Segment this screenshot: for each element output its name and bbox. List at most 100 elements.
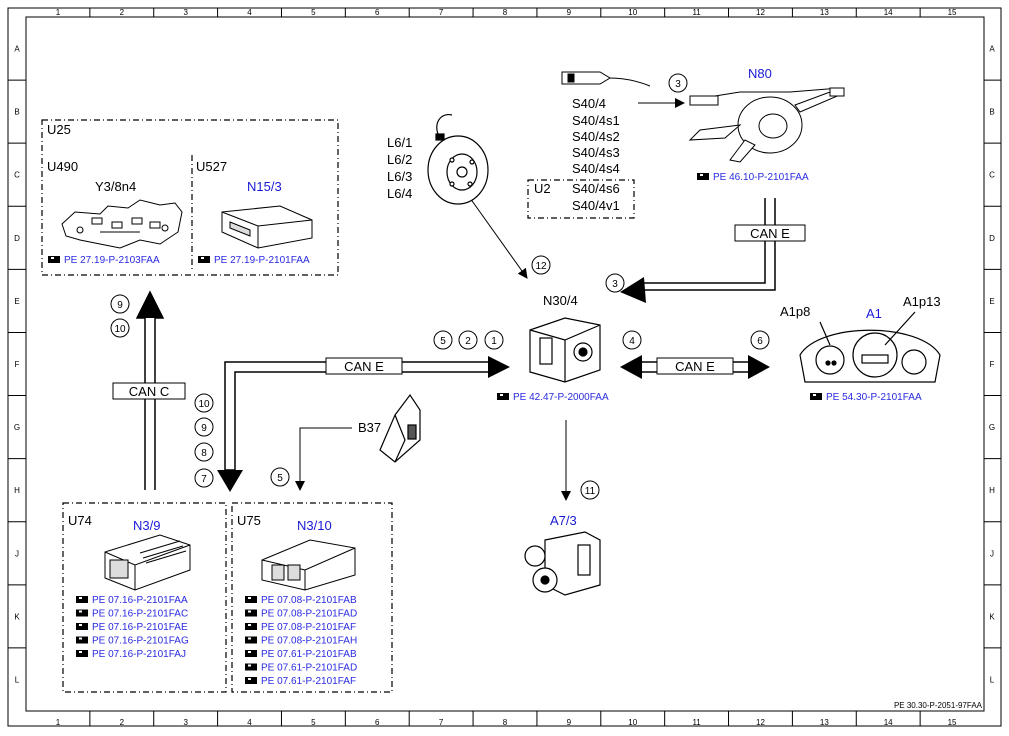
grid-col-label: 15 bbox=[948, 8, 957, 17]
u2-label: U2 bbox=[534, 181, 551, 196]
grid-row-label: D bbox=[989, 234, 995, 243]
ref-icon bbox=[76, 650, 88, 657]
marker-6: 6 bbox=[750, 330, 770, 350]
ref-icon bbox=[245, 677, 257, 684]
grid-row-label: G bbox=[14, 423, 20, 432]
grid-col-label: 5 bbox=[311, 8, 316, 17]
n15-3-label: N15/3 bbox=[247, 179, 282, 194]
ref-icon bbox=[48, 256, 60, 263]
ref-link[interactable]: PE 07.08-P-2101FAB bbox=[261, 595, 357, 606]
marker-1: 1 bbox=[484, 330, 504, 350]
grid-row-label: G bbox=[989, 423, 995, 432]
svg-text:9: 9 bbox=[117, 300, 123, 311]
grid-ticks bbox=[8, 8, 1001, 726]
ref-icon bbox=[245, 663, 257, 671]
can-e-bus-top: CAN E bbox=[620, 198, 806, 303]
u74-label: U74 bbox=[68, 513, 92, 528]
can-e-bus-right: CAN E bbox=[620, 355, 770, 379]
grid-col-label: 6 bbox=[375, 718, 380, 727]
svg-text:10: 10 bbox=[114, 324, 126, 335]
grid-col-label: 2 bbox=[120, 718, 125, 727]
n3-9-label: N3/9 bbox=[133, 518, 160, 533]
marker-7: 7 bbox=[194, 468, 214, 488]
marker-9-upper: 9 bbox=[110, 294, 130, 314]
u75-label: U75 bbox=[237, 513, 261, 528]
grid-col-label: 15 bbox=[948, 718, 957, 727]
grid-row-label: A bbox=[14, 45, 20, 54]
n30-4-label: N30/4 bbox=[543, 293, 578, 308]
marker-5: 5 bbox=[433, 330, 453, 350]
svg-text:10: 10 bbox=[198, 399, 210, 410]
ref-link[interactable]: PE 07.16-P-2101FAC bbox=[92, 609, 188, 620]
marker-9-lower: 9 bbox=[194, 417, 214, 437]
ref-link[interactable]: PE 07.16-P-2101FAJ bbox=[92, 649, 186, 660]
grid-col-label: 14 bbox=[884, 718, 893, 727]
marker-4: 4 bbox=[622, 330, 642, 350]
grid-col-label: 11 bbox=[692, 8, 701, 17]
n15-3-module-image bbox=[221, 205, 313, 249]
u74-group: U74 N3/9 PE 07.16-P-2101FAA PE 07.16-P-21… bbox=[62, 502, 227, 693]
svg-text:4: 4 bbox=[629, 336, 635, 347]
grid-col-label: 14 bbox=[884, 8, 893, 17]
marker-10-upper: 10 bbox=[110, 318, 130, 338]
ref-link[interactable]: PE 07.61-P-2101FAD bbox=[261, 663, 357, 674]
ref-link[interactable]: PE 07.16-P-2101FAG bbox=[92, 636, 189, 647]
u490-label: U490 bbox=[47, 159, 78, 174]
n30-4-group: N30/4 PE 42.47-P-2000FAA bbox=[497, 293, 609, 403]
grid-col-label: 12 bbox=[756, 8, 765, 17]
instrument-cluster-image bbox=[799, 311, 941, 383]
y3-8n4-label: Y3/8n4 bbox=[95, 179, 136, 194]
ref-link[interactable]: PE 07.08-P-2101FAF bbox=[261, 622, 356, 633]
a7-3-group: A7/3 bbox=[524, 513, 601, 596]
grid-col-label: 4 bbox=[247, 718, 252, 727]
svg-text:8: 8 bbox=[201, 448, 207, 459]
ref-icon bbox=[245, 596, 257, 603]
marker-3-mid: 3 bbox=[605, 273, 625, 293]
u25-group: U25 U490 Y3/8n4 U527 N15/3 PE 27.19-P-21… bbox=[41, 119, 339, 276]
svg-text:3: 3 bbox=[612, 279, 618, 290]
u25-label: U25 bbox=[47, 122, 71, 137]
l6-4-label: L6/4 bbox=[387, 186, 412, 201]
ref-link[interactable]: PE 07.61-P-2101FAF bbox=[261, 676, 356, 687]
grid-col-label: 8 bbox=[503, 8, 508, 17]
a1-label: A1 bbox=[866, 306, 882, 321]
signal-arrows bbox=[295, 98, 685, 501]
s40-4s6-label: S40/4s6 bbox=[572, 181, 620, 196]
svg-text:3: 3 bbox=[675, 79, 681, 90]
grid-row-label: F bbox=[990, 360, 995, 369]
can-c-bus: CAN C bbox=[112, 290, 186, 490]
ref-icon bbox=[497, 393, 509, 400]
ref-link[interactable]: PE 07.16-P-2101FAA bbox=[92, 595, 188, 606]
svg-text:9: 9 bbox=[201, 423, 207, 434]
l6-1-label: L6/1 bbox=[387, 135, 412, 150]
can-c-label: CAN C bbox=[129, 384, 169, 399]
ref-icon bbox=[245, 636, 257, 644]
svg-text:5: 5 bbox=[440, 336, 446, 347]
grid-row-label: B bbox=[989, 108, 994, 117]
grid-row-label: B bbox=[14, 108, 19, 117]
hydraulic-unit-image bbox=[524, 531, 601, 596]
grid-col-label: 11 bbox=[692, 718, 701, 727]
grid-row-label: K bbox=[989, 612, 995, 621]
ref-link[interactable]: PE 07.08-P-2101FAH bbox=[261, 636, 357, 647]
s40-4s3-label: S40/4s3 bbox=[572, 145, 620, 160]
ref-link[interactable]: PE 07.61-P-2101FAB bbox=[261, 649, 357, 660]
grid-col-label: 10 bbox=[628, 718, 637, 727]
grid-col-label: 4 bbox=[247, 8, 252, 17]
svg-text:5: 5 bbox=[277, 473, 283, 484]
b37-label: B37 bbox=[358, 420, 381, 435]
can-e-label-top: CAN E bbox=[750, 226, 790, 241]
ref-icon bbox=[810, 393, 822, 400]
marker-11: 11 bbox=[580, 480, 600, 500]
ref-link[interactable]: PE 07.16-P-2101FAE bbox=[92, 622, 188, 633]
s40-4-label: S40/4 bbox=[572, 96, 606, 111]
grid-row-label: F bbox=[15, 360, 20, 369]
l6-2-label: L6/2 bbox=[387, 152, 412, 167]
s40-4v1-label: S40/4v1 bbox=[572, 198, 620, 213]
s40-group: S40/4 S40/4s1 S40/4s2 S40/4s3 S40/4s4 S4… bbox=[527, 71, 651, 219]
grid-row-label: A bbox=[989, 45, 995, 54]
transmission-ecu-image bbox=[261, 539, 356, 591]
ref-link[interactable]: PE 07.08-P-2101FAD bbox=[261, 609, 357, 620]
